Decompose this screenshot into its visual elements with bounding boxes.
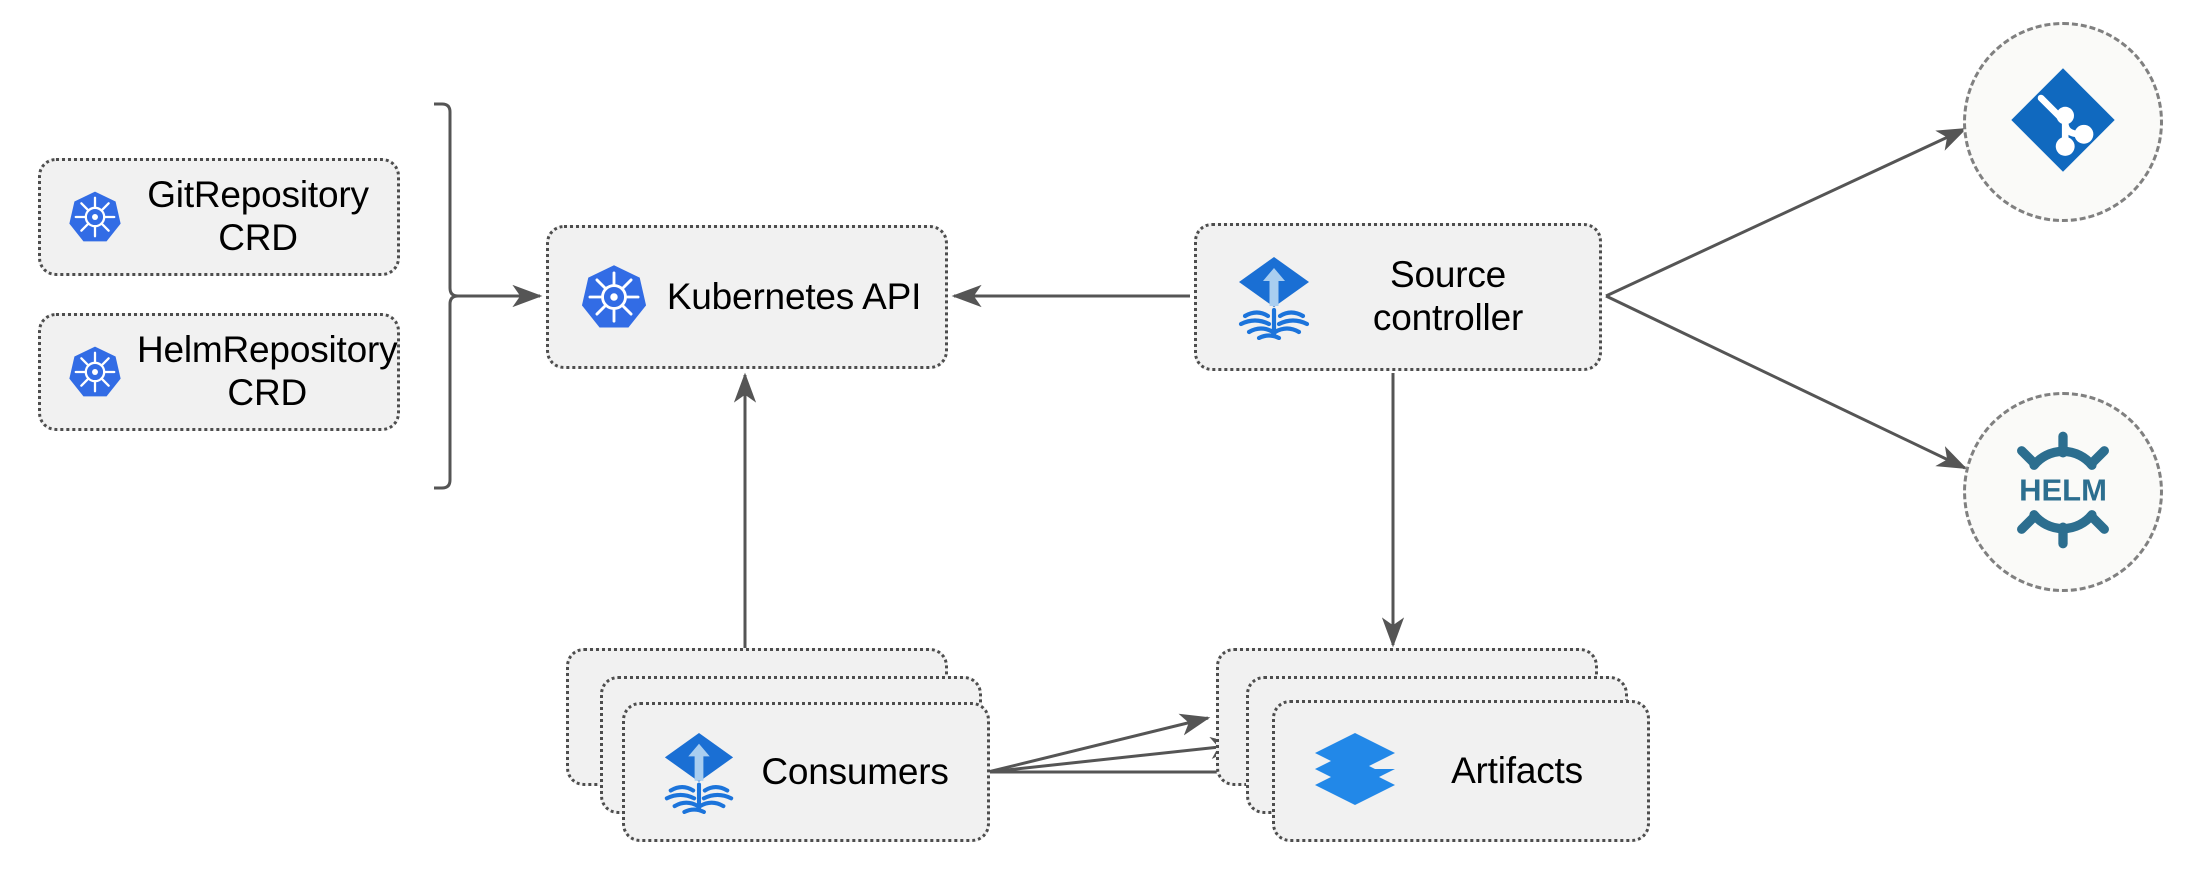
flux-icon [661, 730, 737, 814]
node-consumers[interactable]: Consumers [622, 702, 990, 842]
node-gitrepository-crd[interactable]: GitRepository CRD [38, 158, 400, 276]
kubernetes-icon [67, 189, 123, 245]
kubernetes-icon [67, 344, 123, 400]
node-label: Consumers [761, 750, 949, 792]
kubernetes-icon [579, 262, 649, 332]
git-icon [2008, 65, 2118, 180]
node-kubernetes-api[interactable]: Kubernetes API [546, 225, 948, 369]
node-label: Artifacts [1451, 749, 1583, 791]
helm-wheel-icon: HELM [2001, 428, 2125, 557]
node-artifacts[interactable]: Artifacts [1272, 700, 1650, 842]
layers-icon [1313, 731, 1397, 811]
edge-consumers-to-artifacts-1 [987, 713, 1211, 774]
node-source-controller[interactable]: Source controller [1194, 223, 1602, 371]
helm-wordmark: HELM [2019, 472, 2107, 507]
node-helm-repository-source[interactable]: HELM [1963, 392, 2163, 592]
flux-icon [1235, 254, 1313, 340]
crd-group-bracket [434, 102, 459, 490]
node-helmrepository-crd[interactable]: HelmRepository CRD [38, 313, 400, 431]
edge-source-to-git [1605, 127, 1968, 298]
edge-source-to-helm [1605, 294, 1968, 470]
node-label: Kubernetes API [666, 275, 922, 317]
node-label: Source controller [1372, 254, 1524, 338]
edge-consumers-to-artifacts-2 [987, 736, 1241, 774]
node-label: HelmRepository CRD [137, 329, 398, 413]
node-git-repository-source[interactable] [1963, 22, 2163, 222]
node-label: GitRepository CRD [147, 174, 369, 258]
